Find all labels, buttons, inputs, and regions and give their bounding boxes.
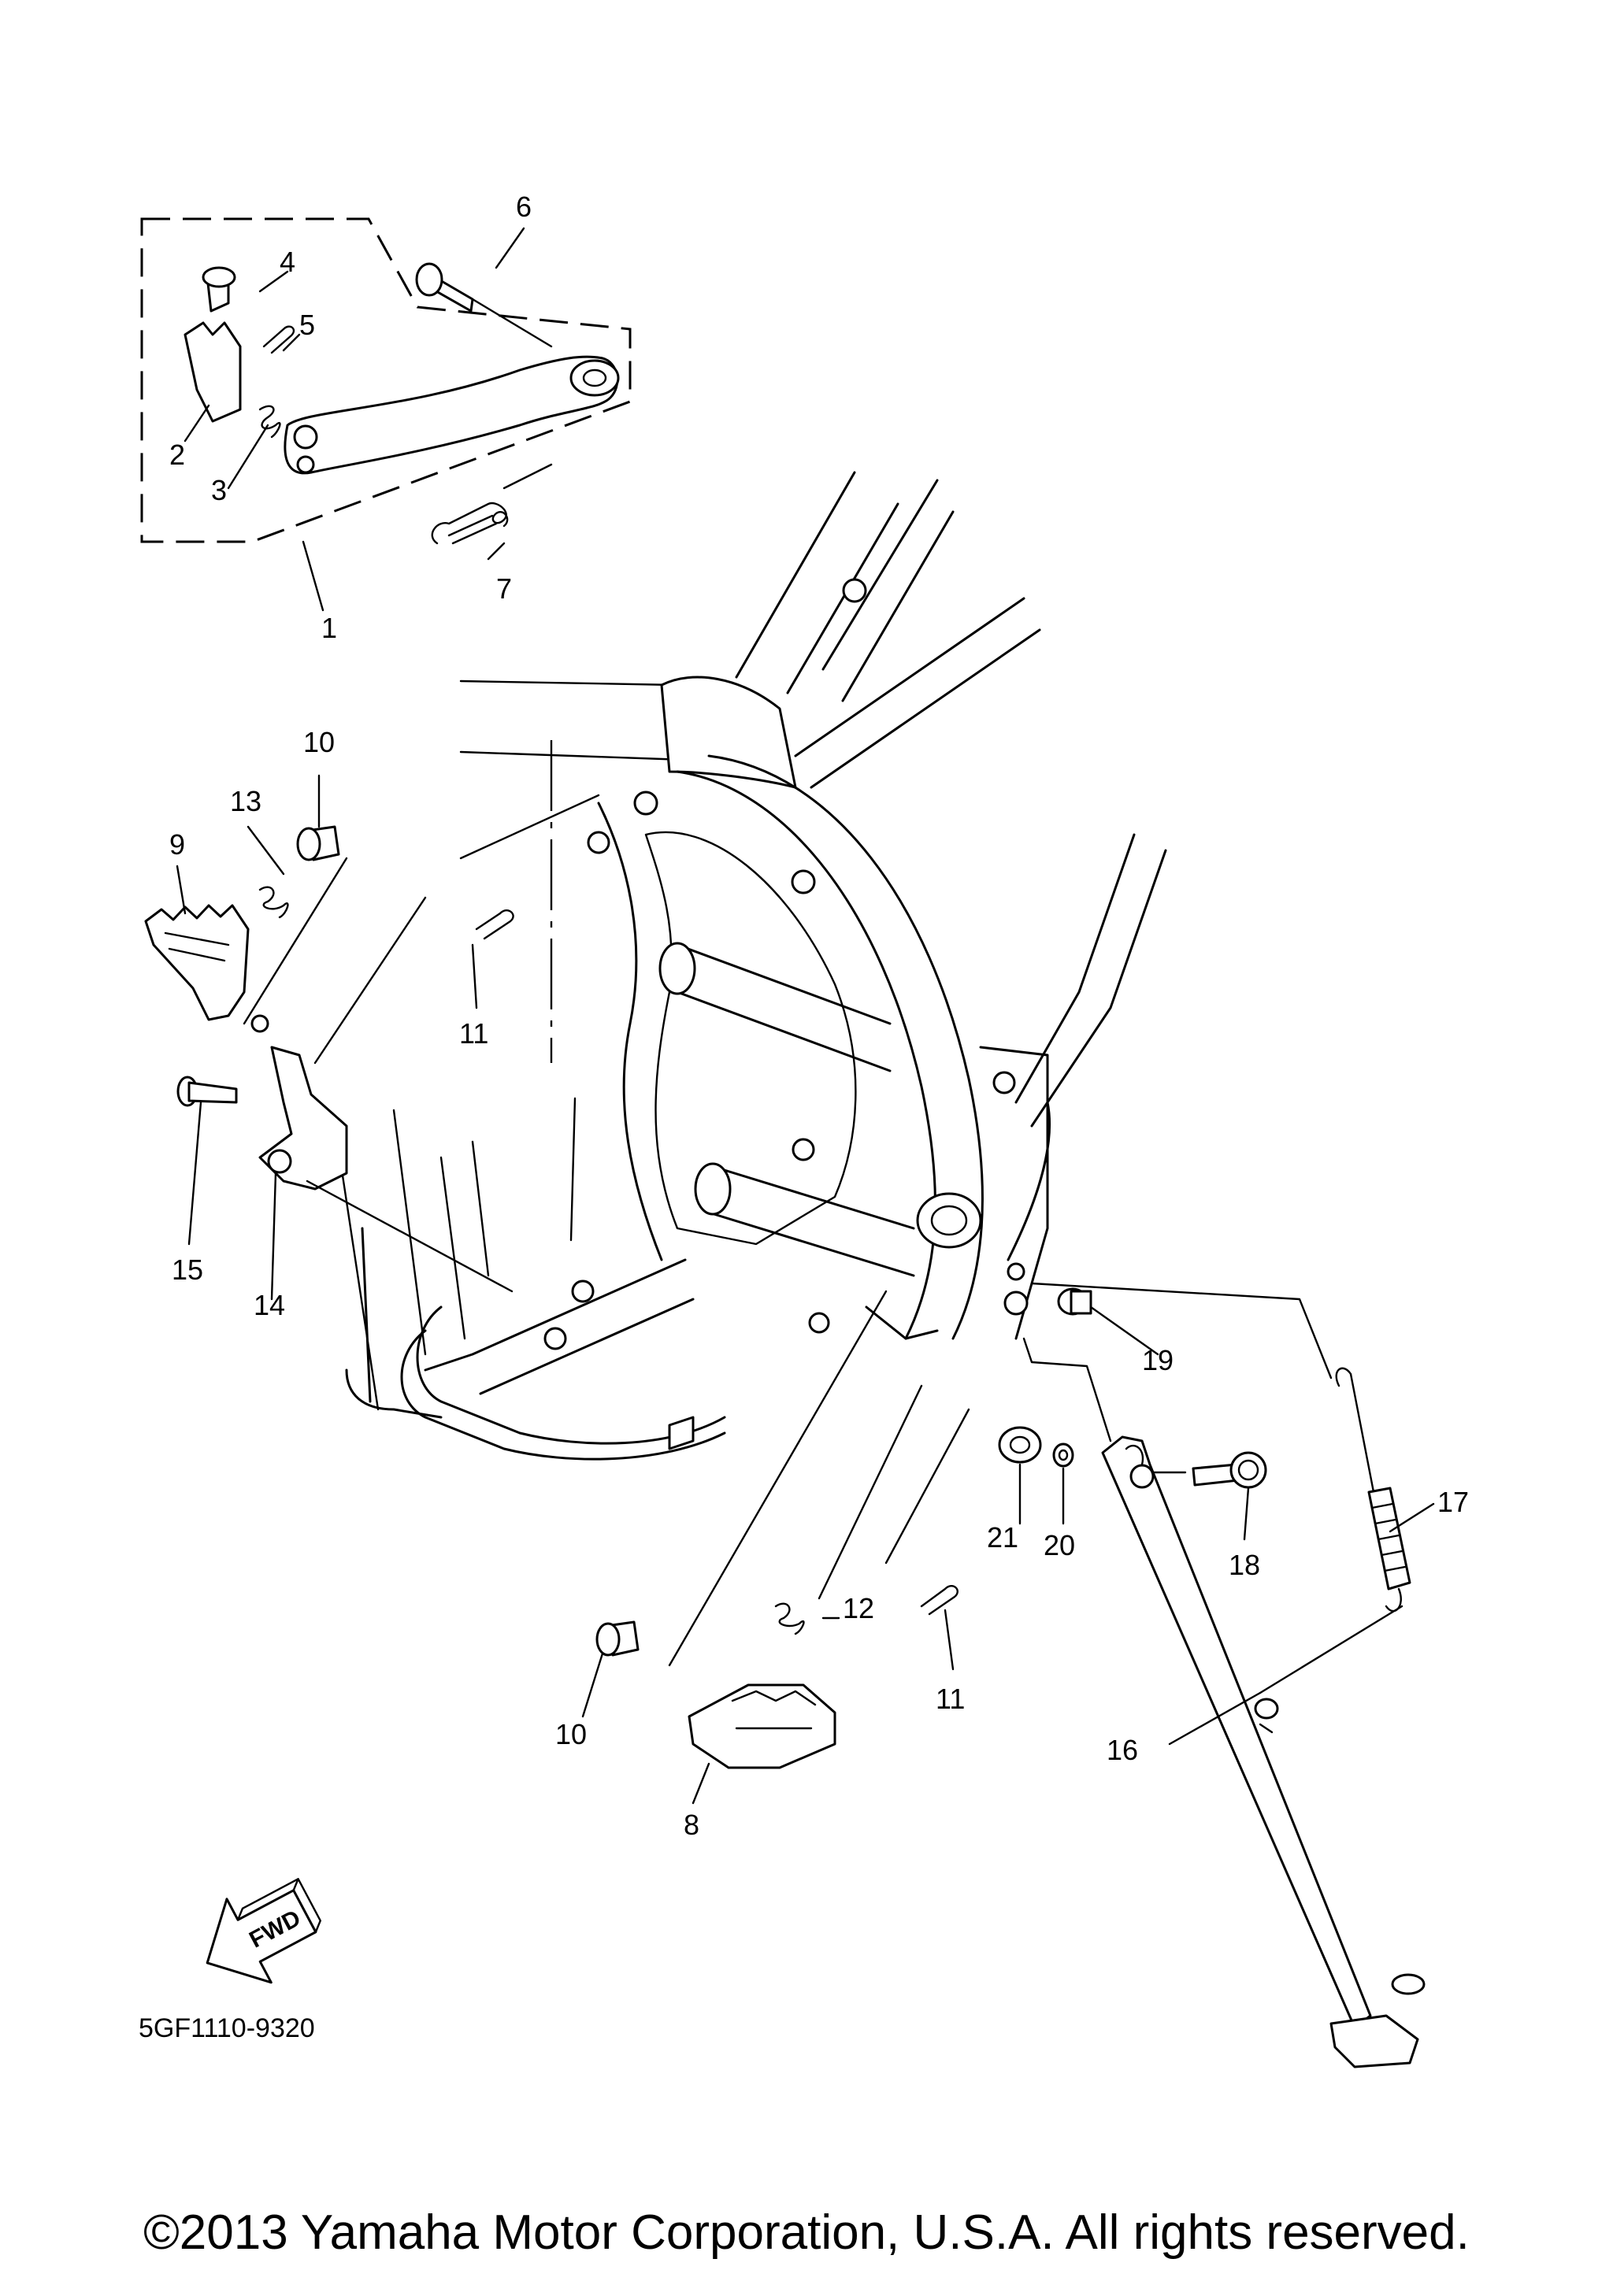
callout-18: 18 — [1229, 1549, 1260, 1581]
callout-17: 17 — [1437, 1486, 1469, 1518]
callout-9: 9 — [169, 828, 185, 861]
frame-drawing — [337, 471, 1167, 1461]
callout-10-upper: 10 — [303, 726, 335, 758]
callout-10-lower: 10 — [555, 1718, 587, 1750]
callout-3: 3 — [211, 474, 227, 506]
sidestand-assembly — [998, 1282, 1426, 2068]
callout-21: 21 — [987, 1521, 1018, 1554]
callout-5: 5 — [299, 309, 315, 341]
callout-6: 6 — [516, 191, 532, 223]
callout-8: 8 — [684, 1809, 699, 1841]
forward-direction-arrow: FWD — [206, 1878, 321, 1984]
right-footrest-assembly — [595, 1290, 970, 1769]
callout-19: 19 — [1142, 1344, 1174, 1376]
left-footrest-assembly — [144, 825, 514, 1293]
callout-20: 20 — [1044, 1529, 1075, 1561]
copyright-notice: ©2013 Yamaha Motor Corporation, U.S.A. A… — [143, 2205, 1470, 2260]
callout-11-upper: 11 — [459, 1017, 488, 1050]
brake-pedal-assembly — [140, 217, 632, 545]
callout-15: 15 — [172, 1254, 203, 1286]
callout-12: 12 — [843, 1592, 874, 1624]
callout-11-lower: 11 — [936, 1683, 965, 1715]
callout-labels: 1 2 3 4 5 6 7 8 9 10 10 11 11 12 13 14 1… — [169, 191, 1469, 1841]
drawing-code: 5GF1110-9320 — [139, 2013, 315, 2043]
callout-16: 16 — [1107, 1734, 1138, 1766]
callout-1: 1 — [321, 612, 337, 644]
callout-2: 2 — [169, 439, 185, 471]
callout-13: 13 — [230, 785, 261, 817]
callout-4: 4 — [280, 246, 295, 278]
callout-14: 14 — [254, 1289, 285, 1321]
leader-lines — [176, 227, 1435, 1805]
callout-7: 7 — [496, 572, 512, 605]
